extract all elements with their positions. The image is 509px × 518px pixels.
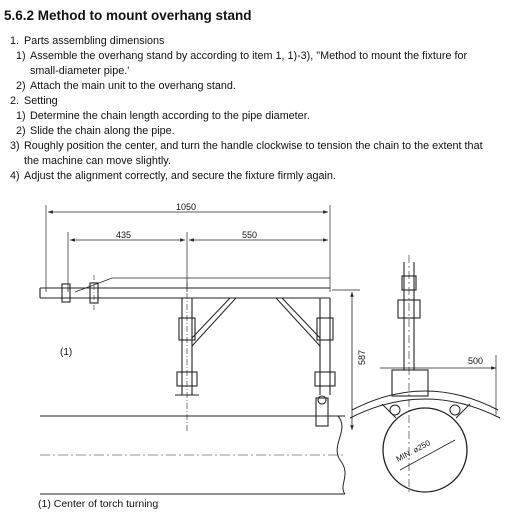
dimension-label-587: 587 (357, 350, 367, 365)
step-1-2-text: Attach the main unit to the overhang sta… (30, 80, 236, 92)
step-4-text: Adjust the alignment correctly, and secu… (24, 170, 336, 182)
section-heading: 5.6.2 Method to mount overhang stand (4, 8, 252, 23)
step-3-number: 3) (10, 140, 20, 152)
extension-lines (45, 205, 331, 292)
dimension-label-435: 435 (116, 230, 131, 240)
side-view-stand (391, 255, 429, 495)
step-3-text: Roughly position the center, and turn th… (24, 140, 483, 152)
overhang-beam (39, 275, 330, 312)
step-2-number: 2. (10, 95, 20, 107)
overhang-stand-drawing: 1050 435 550 587 (1) (39, 202, 501, 495)
step-1-1-text: Assemble the overhang stand by according… (30, 50, 468, 62)
dimension-label-500: 500 (468, 356, 483, 366)
step-2-2-text: Slide the chain along the pipe. (30, 125, 175, 137)
dimension-label-550: 550 (242, 230, 257, 240)
step-1-1-number: 1) (16, 50, 26, 62)
step-3-text-cont: the machine can move slightly. (24, 155, 171, 167)
step-2-2-number: 2) (16, 125, 26, 137)
step-1-text: Parts assembling dimensions (24, 35, 165, 47)
leader-line (74, 277, 330, 293)
step-1-1-text-cont: small-diameter pipe.' (30, 65, 130, 77)
step-2-1-text: Determine the chain length according to … (30, 110, 310, 122)
right-leg (314, 298, 336, 427)
pipe-diameter-label: MIN. ⌀250 (395, 438, 433, 464)
step-2-1-number: 1) (16, 110, 26, 122)
dimension-587 (332, 289, 360, 430)
dimension-500 (380, 355, 497, 415)
step-2-text: Setting (24, 95, 58, 107)
step-1-number: 1. (10, 35, 20, 47)
pipe-side-view (40, 415, 346, 495)
step-1-2-number: 2) (16, 80, 26, 92)
figure-caption: (1) Center of torch turning (38, 498, 159, 510)
left-leg (175, 282, 199, 432)
torch-center-callout: (1) (60, 347, 72, 358)
step-4-number: 4) (10, 170, 20, 182)
bracing-frame (191, 297, 321, 347)
pipe-cross-section (349, 390, 501, 493)
dimension-label-1050: 1050 (176, 202, 196, 212)
